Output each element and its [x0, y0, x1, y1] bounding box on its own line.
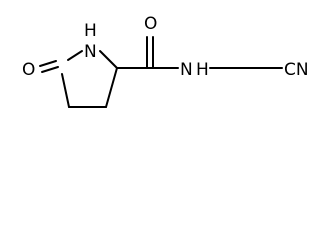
bond-c5-o-a — [41, 66, 59, 73]
ring-nh-hydrogen-label: H — [84, 21, 97, 41]
nitrile-label: CN — [284, 60, 309, 80]
structure-diagram: O N H O N H CN — [22, 14, 309, 108]
amide-oxygen-label: O — [144, 14, 157, 34]
molecule-svg: O N H O N H CN — [22, 14, 309, 108]
amide-nitrogen-label: N — [180, 60, 193, 80]
ring-oxygen-label: O — [22, 60, 35, 80]
bond-c4-c5 — [61, 73, 70, 108]
amide-nh-hydrogen-label: H — [196, 60, 209, 80]
bond-c5-n1 — [67, 50, 83, 61]
ring-nitrogen-label: N — [84, 42, 97, 62]
bond-c2-c3 — [105, 67, 118, 108]
bond-n1-c2 — [99, 50, 118, 69]
bond-c5-o-b — [39, 60, 57, 67]
